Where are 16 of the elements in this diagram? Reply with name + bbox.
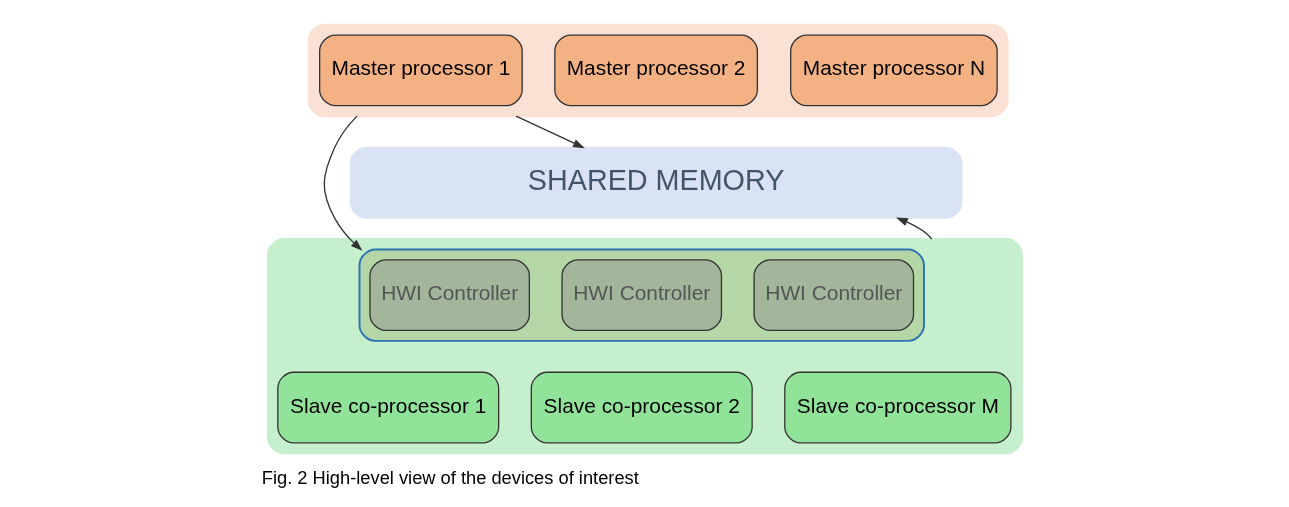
arrow xyxy=(514,115,585,148)
caption: Fig. 2 High-level view of the devices of interest xyxy=(261,466,639,488)
node-box: SHARED MEMORY xyxy=(349,146,963,219)
node-box: Slave co-processor M xyxy=(783,371,1012,443)
node-box: Master processor 2 xyxy=(553,33,758,106)
node-box: Master processor N xyxy=(789,33,998,106)
node-box: Master processor 1 xyxy=(318,33,523,106)
node-box: HWI Controller xyxy=(560,258,722,331)
cluster xyxy=(307,23,1009,117)
node-box: HWI Controller xyxy=(752,258,914,331)
cluster xyxy=(358,247,925,342)
node-box: Slave co-processor 1 xyxy=(276,371,499,443)
node-box: Slave co-processor 2 xyxy=(530,371,753,443)
node-box: HWI Controller xyxy=(368,258,530,331)
arrow xyxy=(323,115,362,251)
arrow xyxy=(895,216,932,240)
